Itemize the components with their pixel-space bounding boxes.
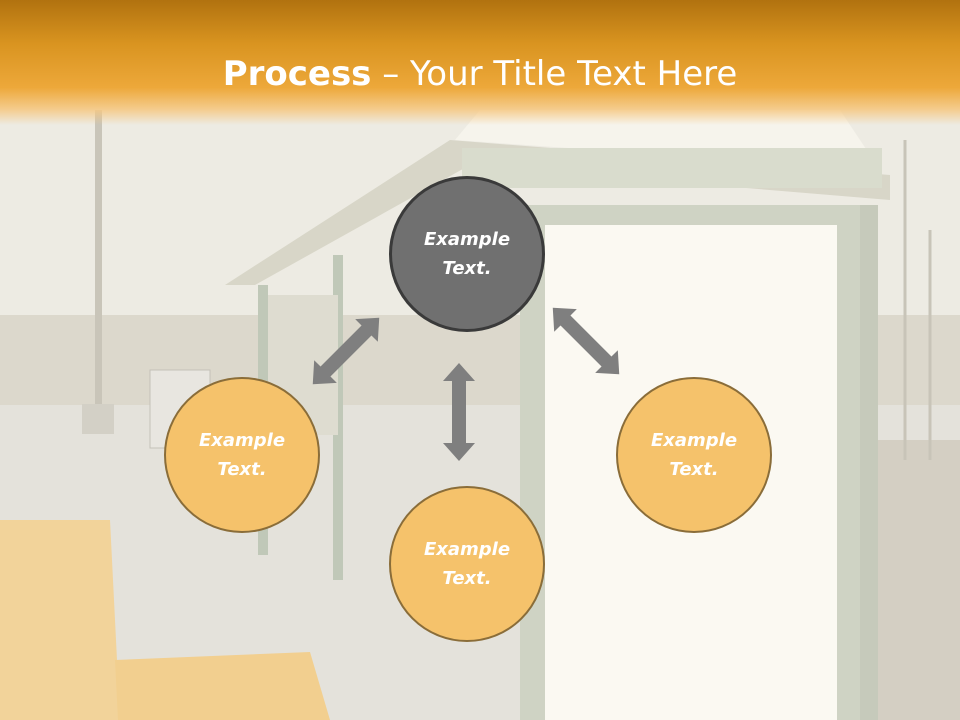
node-top: Example Text. xyxy=(389,176,545,332)
title-rest: – Your Title Text Here xyxy=(371,54,738,94)
node-left-label: Example Text. xyxy=(198,430,286,480)
arrow-vertical xyxy=(443,363,475,461)
arrow-top-right xyxy=(552,307,620,375)
slide-title: Process – Your Title Text Here xyxy=(0,54,960,94)
node-left: Example Text. xyxy=(164,377,320,533)
arrow-top-left xyxy=(312,317,380,385)
node-bottom: Example Text. xyxy=(389,486,545,642)
title-bold: Process xyxy=(222,54,372,94)
title-bar xyxy=(0,0,960,125)
node-bottom-label: Example Text. xyxy=(423,539,511,589)
node-right-label: Example Text. xyxy=(650,430,738,480)
node-right: Example Text. xyxy=(616,377,772,533)
node-top-label: Example Text. xyxy=(423,229,511,279)
